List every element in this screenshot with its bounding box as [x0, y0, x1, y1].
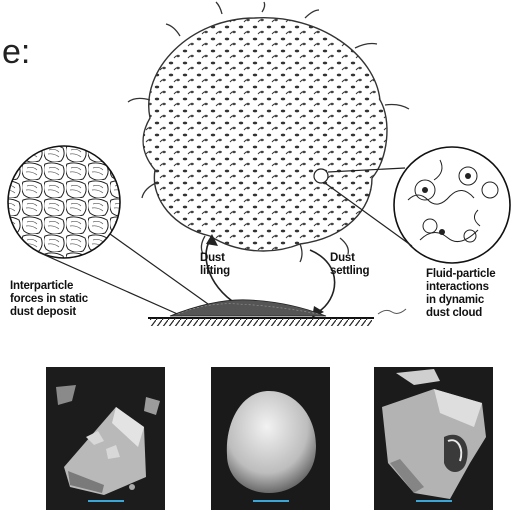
dust-settling-label: Dust settling [330, 252, 369, 278]
scale-bar [416, 500, 452, 508]
dust-cloud [128, 2, 409, 262]
fluid-particle-interactions-label: Fluid-particle interactions in dynamic d… [426, 268, 495, 320]
interparticle-forces-label: Interparticle forces in static dust depo… [10, 280, 88, 319]
rounded-smooth-particle [211, 367, 330, 510]
scale-bar [88, 500, 124, 508]
scale-bar [253, 500, 289, 508]
sem-image-broken-particle [374, 367, 493, 510]
ground-surface [148, 300, 406, 326]
sem-image-angular-particle [46, 367, 165, 510]
sem-image-rounded-particle [211, 367, 330, 510]
dust-lifting-label: Dust lifting [200, 252, 230, 278]
broken-shell-particle [374, 367, 493, 510]
angular-crystal-particle [46, 367, 165, 510]
